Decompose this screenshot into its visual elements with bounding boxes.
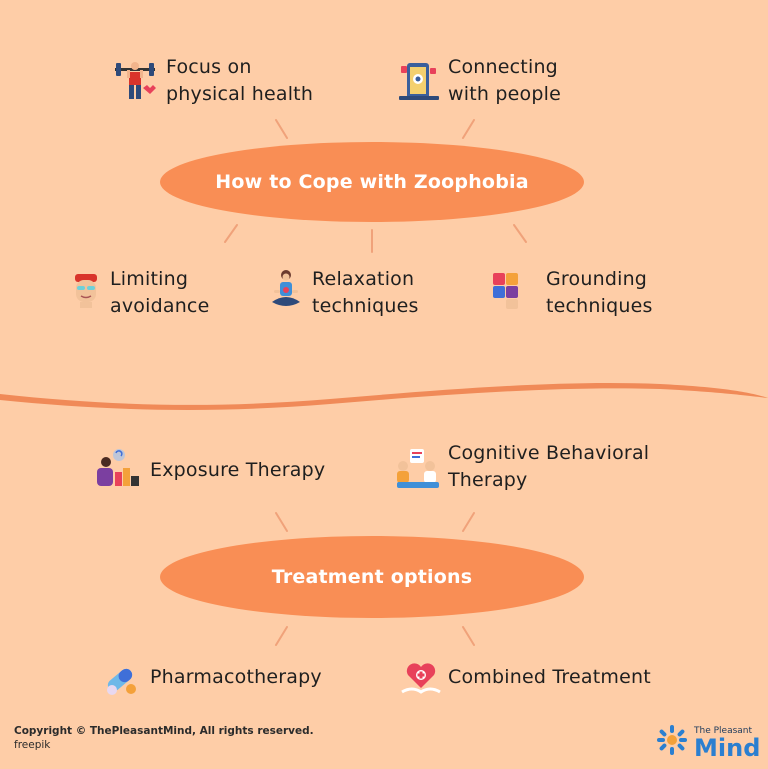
treatment-item-line1: Pharmacotherapy: [150, 666, 322, 688]
person-face-icon: [66, 268, 112, 314]
cope-item-line1: Focus on: [166, 56, 252, 78]
cope-item-relaxation: Relaxation techniques: [312, 266, 419, 320]
brand-sun-icon: [656, 724, 688, 756]
cope-title: How to Cope with Zoophobia: [215, 171, 529, 193]
therapist-session-icon: [394, 446, 440, 492]
cope-item-grounding: Grounding techniques: [546, 266, 653, 320]
brand-name-top: The Pleasant: [694, 726, 753, 736]
cope-item-physical-health: Focus on physical health: [166, 54, 313, 108]
cope-title-oval: How to Cope with Zoophobia: [160, 142, 584, 222]
puzzle-icon: [488, 268, 534, 314]
treatment-item-combined: Combined Treatment: [448, 664, 651, 691]
treatment-item-exposure: Exposure Therapy: [150, 457, 325, 484]
treatment-item-line1: Exposure Therapy: [150, 459, 326, 481]
exposure-therapy-icon: [94, 446, 140, 492]
cope-item-line2: techniques: [312, 295, 419, 317]
credit-text: freepik: [14, 739, 51, 751]
treatment-item-line2: Therapy: [448, 469, 528, 491]
treatment-item-line1: Combined Treatment: [448, 666, 651, 688]
cope-item-line1: Grounding: [546, 268, 648, 290]
weightlifter-icon: [112, 58, 158, 104]
cope-item-line1: Relaxation: [312, 268, 415, 290]
treatment-item-pharmacotherapy: Pharmacotherapy: [150, 664, 322, 691]
cope-item-connecting: Connecting with people: [448, 54, 561, 108]
treatment-title: Treatment options: [271, 566, 473, 588]
cope-item-line1: Limiting: [110, 268, 189, 290]
cope-item-line2: physical health: [166, 83, 314, 105]
treatment-item-line1: Cognitive Behavioral: [448, 442, 650, 464]
wave-divider: [0, 383, 768, 410]
cope-item-line2: techniques: [546, 295, 653, 317]
copyright-text: Copyright © ThePleasantMind, All rights …: [14, 725, 314, 737]
heart-care-icon: [398, 654, 444, 700]
social-phone-icon: [396, 58, 442, 104]
brand-name-main: Mind: [694, 734, 761, 762]
pills-icon: [100, 656, 146, 702]
cope-item-limiting-avoidance: Limiting avoidance: [110, 266, 209, 320]
cope-item-line2: avoidance: [110, 295, 210, 317]
treatment-title-oval: Treatment options: [160, 536, 584, 618]
cope-item-line2: with people: [448, 83, 561, 105]
treatment-item-cbt: Cognitive Behavioral Therapy: [448, 440, 649, 494]
cope-item-line1: Connecting: [448, 56, 558, 78]
meditation-icon: [264, 268, 310, 314]
